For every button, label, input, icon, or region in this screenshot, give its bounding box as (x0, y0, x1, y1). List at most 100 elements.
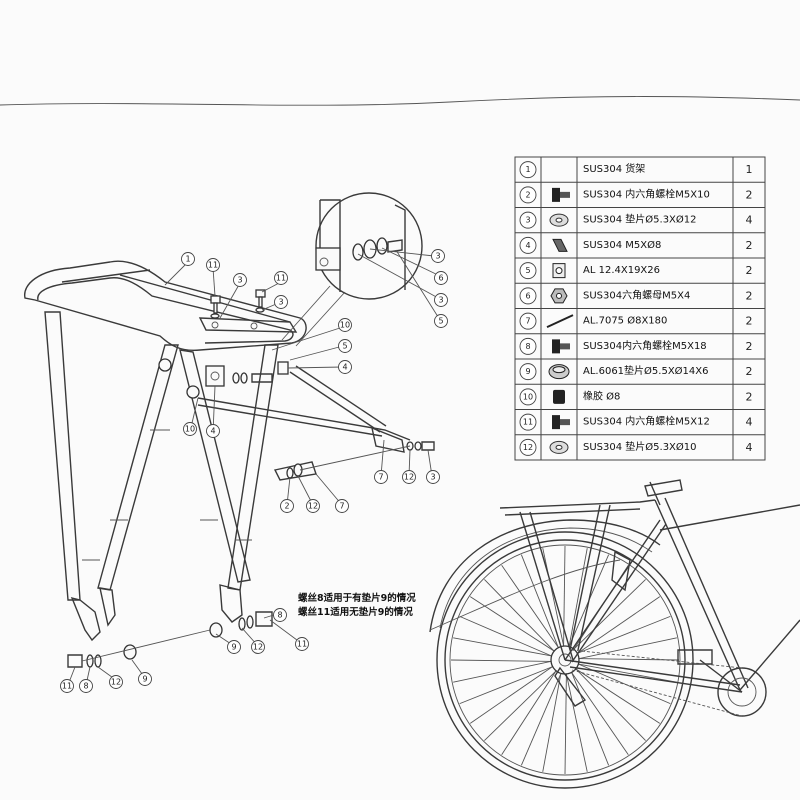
plate-hole (250, 322, 258, 330)
rod-stay-upper-2 (197, 404, 383, 437)
screw-icon (552, 238, 568, 252)
chain-bottom (571, 669, 743, 717)
part-number: 7 (525, 317, 530, 326)
foot-hardware-left (67, 629, 211, 668)
part-number-badge (519, 388, 537, 406)
svg-text:7: 7 (378, 473, 383, 482)
svg-text:3: 3 (237, 276, 242, 285)
part-description: SUS304 内六角螺栓M5X10 (583, 187, 710, 200)
svg-text:9: 9 (142, 675, 147, 684)
spoke (570, 670, 610, 766)
paper-edge-line (0, 96, 800, 106)
part-quantity: 2 (746, 390, 753, 403)
detail-clamp-block (315, 247, 341, 271)
callout-bubbles: 1 11 3 11 3 10 5 4 10 4 3 6 3 5 7 12 3 2… (60, 249, 448, 693)
rack-top-frame (24, 260, 307, 352)
spoke (575, 596, 661, 655)
spoke (450, 659, 554, 662)
part-quantity: 4 (746, 441, 753, 454)
seat-tube-2 (664, 497, 749, 689)
clamp-block (205, 365, 225, 387)
spoke (572, 579, 646, 651)
callout-rod-12a: 12 (402, 470, 416, 484)
part-number: 6 (525, 291, 530, 300)
rod-icon (546, 314, 574, 329)
spoke (542, 671, 562, 772)
callout-foot-12a: 12 (251, 640, 265, 654)
part-description: AL.7075 Ø8X180 (583, 315, 667, 327)
spoke (453, 637, 554, 657)
rear-rim-inner (449, 544, 681, 776)
rubber-cap-2 (186, 385, 200, 399)
svg-text:11: 11 (62, 682, 72, 691)
rack-leg-right-foot (219, 584, 243, 623)
callout-rod-12b: 12 (306, 499, 320, 513)
callout-detail-6: 6 (434, 271, 448, 285)
spoke (570, 670, 629, 756)
detail-bolt (387, 239, 403, 253)
callout-foot-8b: 8 (79, 679, 93, 693)
part-quantity: 2 (746, 239, 753, 252)
chain-stay-2 (569, 666, 743, 693)
part-number: 12 (523, 443, 533, 452)
part-quantity: 2 (746, 264, 753, 277)
top-tube (659, 504, 800, 531)
part-number: 9 (525, 367, 530, 376)
top-bolt-left (210, 295, 221, 319)
part-description: SUS304 垫片Ø5.3XØ10 (583, 440, 697, 453)
spoke (459, 615, 554, 658)
chain-top (571, 649, 743, 669)
callout-top-washer-3b: 3 (274, 295, 288, 309)
callout-foot-9a: 9 (227, 640, 241, 654)
spoke (568, 548, 588, 649)
callout-top-washer-3a: 3 (233, 273, 247, 287)
callout-detail-3b: 3 (434, 293, 448, 307)
rubber-icon (553, 389, 565, 404)
clamp-block-2 (277, 361, 289, 375)
svg-text:3: 3 (430, 473, 435, 482)
svg-text:10: 10 (340, 321, 350, 330)
crank-arm (699, 659, 743, 693)
rack-leg-left-foot (70, 596, 101, 642)
part-number: 3 (525, 216, 530, 225)
part-quantity: 2 (746, 340, 753, 353)
part-number-badge (519, 413, 537, 431)
part-number-badge (519, 337, 537, 355)
rear-hub-core (558, 653, 572, 667)
part-number: 4 (525, 241, 530, 250)
svg-text:8: 8 (83, 682, 88, 691)
spoke (501, 564, 560, 650)
washer-icon (549, 440, 569, 454)
part-number-badge (519, 312, 537, 330)
rear-rim (444, 539, 686, 781)
small-washer (232, 372, 240, 384)
part-description: SUS304 M5XØ8 (583, 239, 661, 251)
callout-rod-2: 2 (280, 499, 294, 513)
callout-foot-8a: 8 (273, 608, 287, 622)
callout-rod-3a: 3 (426, 470, 440, 484)
part-number: 1 (525, 165, 530, 174)
spoke (501, 668, 558, 756)
spoke (484, 669, 558, 741)
svg-text:8: 8 (277, 611, 282, 620)
rod-stay-upper (197, 397, 411, 441)
svg-text:11: 11 (297, 640, 307, 649)
plate-hole (211, 321, 219, 329)
parts-table-row: 12 SUS304 垫片Ø5.3XØ10 4 (515, 434, 765, 456)
callout-detail-3a: 3 (431, 249, 445, 263)
seat-stay-2 (571, 523, 667, 663)
hex-nut-icon (550, 288, 568, 304)
rack-leg-right-outer (179, 349, 251, 583)
part-description: SUS304 垫片Ø5.3XØ12 (583, 213, 697, 226)
part-quantity: 2 (746, 315, 753, 328)
pedal (677, 649, 713, 665)
callout-main-1: 1 (181, 252, 195, 266)
spoke (574, 667, 646, 741)
